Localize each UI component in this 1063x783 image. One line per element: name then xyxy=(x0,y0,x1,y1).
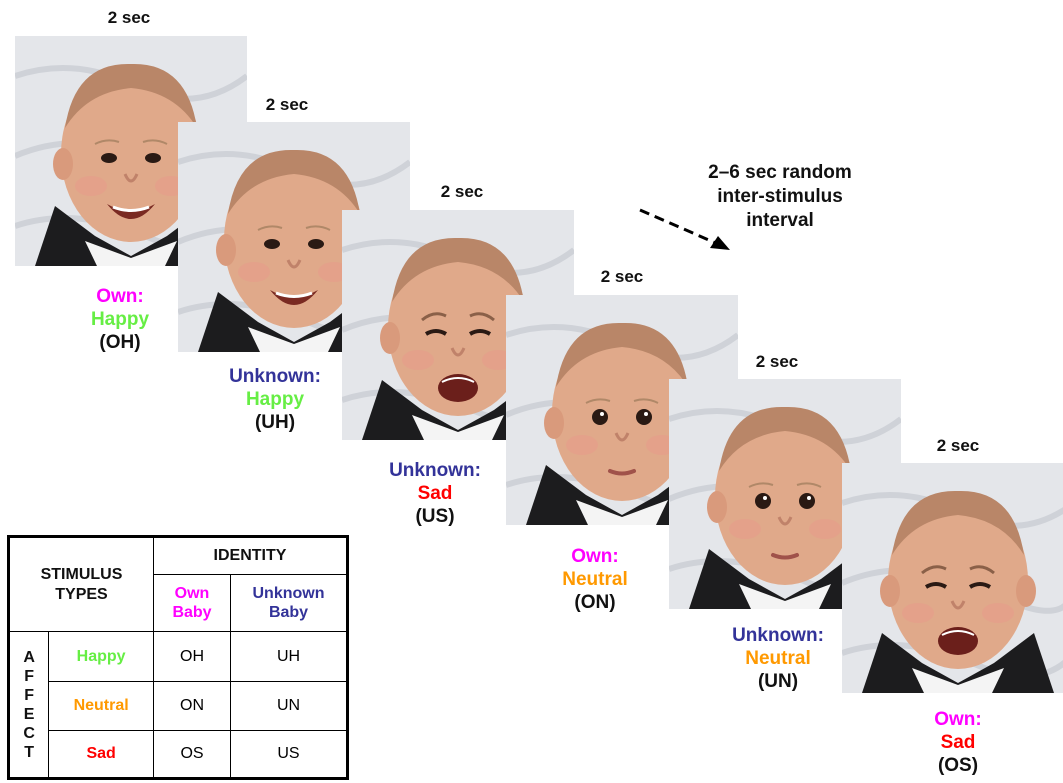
duration-label-1: 2 sec xyxy=(107,8,151,27)
affect-letter: A xyxy=(23,648,35,666)
cell-own-happy: OH xyxy=(153,631,231,682)
col-header-own: Own Baby xyxy=(153,574,231,632)
row-label-neutral: Neutral xyxy=(48,681,154,731)
isi-line-2: inter-stimulus xyxy=(717,186,843,207)
identity-label-4: Own: xyxy=(571,546,619,567)
caption-5: Unknown: Neutral (UN) xyxy=(658,624,898,693)
isi-line-1: 2–6 sec random xyxy=(708,162,852,183)
cell-unknown-sad: US xyxy=(230,730,348,779)
affect-letter: E xyxy=(23,705,35,723)
baby-photo-6 xyxy=(842,463,1063,693)
affect-letter: F xyxy=(24,686,35,704)
dashed-arrow-icon xyxy=(639,208,730,250)
affect-label-1: Happy xyxy=(90,309,150,330)
header-types: TYPES xyxy=(55,585,108,603)
affect-letter: C xyxy=(23,724,35,742)
duration-label-6: 2 sec xyxy=(936,436,980,455)
cell-own-sad: OS xyxy=(153,730,231,779)
table-header-stimulus-types: STIMULUS TYPES xyxy=(8,536,154,632)
affect-label-5: Neutral xyxy=(745,648,811,669)
affect-label-2: Happy xyxy=(245,389,305,410)
identity-label-6: Own: xyxy=(934,709,982,730)
duration-label-4: 2 sec xyxy=(600,267,644,286)
isi-label: 2–6 sec random inter-stimulus interval xyxy=(655,161,905,233)
col-unknown-line-1: Unknown xyxy=(252,585,325,602)
affect-letter: T xyxy=(24,743,35,761)
caption-3: Unknown: Sad (US) xyxy=(315,459,555,528)
isi-line-3: interval xyxy=(746,210,814,231)
header-stimulus: STIMULUS xyxy=(40,565,123,583)
col-own-line-1: Own xyxy=(174,585,210,602)
code-label-6: (OS) xyxy=(937,755,979,776)
caption-1: Own: Happy (OH) xyxy=(0,285,240,354)
code-label-4: (ON) xyxy=(574,592,616,613)
affect-vertical-label: A F F E C T xyxy=(7,631,50,779)
stimulus-types-table: STIMULUS TYPES IDENTITY Own Baby Unknown… xyxy=(7,535,349,780)
caption-2: Unknown: Happy (UH) xyxy=(155,365,395,434)
identity-label-5: Unknown: xyxy=(732,625,824,646)
row-label-happy: Happy xyxy=(48,631,154,682)
col-own-line-2: Baby xyxy=(172,604,212,621)
code-label-5: (UN) xyxy=(757,671,799,692)
affect-label-4: Neutral xyxy=(562,569,628,590)
cell-unknown-neutral: UN xyxy=(230,681,348,731)
code-label-3: (US) xyxy=(415,506,455,527)
identity-label-2: Unknown: xyxy=(229,366,321,387)
code-label-1: (OH) xyxy=(99,332,141,353)
code-label-2: (UH) xyxy=(254,412,296,433)
caption-4: Own: Neutral (ON) xyxy=(475,545,715,614)
cell-own-neutral: ON xyxy=(153,681,231,731)
duration-label-5: 2 sec xyxy=(755,352,799,371)
duration-label-2: 2 sec xyxy=(265,95,309,114)
row-label-sad: Sad xyxy=(48,730,154,779)
col-header-unknown: Unknown Baby xyxy=(230,574,348,632)
affect-letter: F xyxy=(24,667,35,685)
identity-label-3: Unknown: xyxy=(389,460,481,481)
cell-unknown-happy: UH xyxy=(230,631,348,682)
duration-label-3: 2 sec xyxy=(440,182,484,201)
col-unknown-line-2: Baby xyxy=(268,604,309,621)
affect-label-3: Sad xyxy=(417,483,453,504)
affect-label-6: Sad xyxy=(940,732,976,753)
caption-6: Own: Sad (OS) xyxy=(838,708,1063,777)
identity-label-1: Own: xyxy=(96,286,144,307)
table-header-identity: IDENTITY xyxy=(153,536,348,575)
